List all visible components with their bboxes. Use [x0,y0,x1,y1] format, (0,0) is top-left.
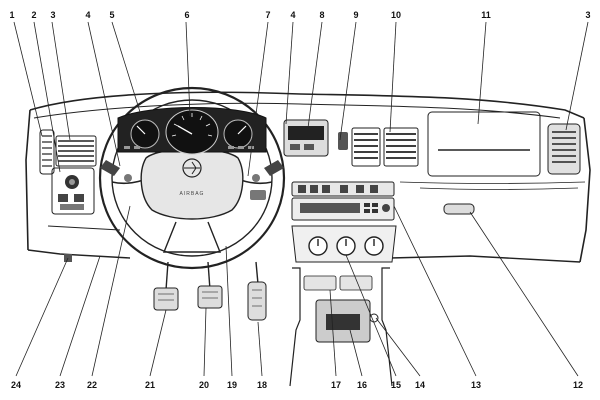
climate-control-panel [291,225,397,263]
callout-9: 9 [353,10,358,20]
callout-22: 22 [87,380,97,390]
instrument-cluster [117,107,267,155]
pedals [153,261,267,321]
dashboard-outline [25,91,591,263]
callout-17: 17 [331,380,341,390]
callout-21: 21 [145,380,155,390]
accelerator-pedal [247,281,267,321]
callout-13: 13 [471,380,481,390]
ignition-lock [250,190,266,200]
center-vents [351,127,419,167]
callout-numbers-bottom: 24 23 22 21 20 19 18 17 16 15 14 13 12 [11,380,583,390]
callout-12: 12 [573,380,583,390]
radio-unit [291,197,395,221]
callout-10: 10 [391,10,401,20]
callout-4-left: 4 [85,10,90,20]
callout-2: 2 [31,10,36,20]
airbag-label: AIRBAG [180,191,205,197]
callout-20: 20 [199,380,209,390]
glove-box-handle [443,203,475,215]
leader-lines [13,21,589,377]
callout-numbers-top: 1 2 3 4 5 6 7 4 8 9 10 11 3 [9,10,590,20]
callout-8: 8 [319,10,324,20]
callout-5: 5 [109,10,114,20]
steering-wheel: AIRBAG [98,86,286,270]
callout-7: 7 [265,10,270,20]
callout-23: 23 [55,380,65,390]
clutch-pedal [153,287,179,311]
callout-3-right: 3 [585,10,590,20]
callout-11: 11 [481,10,491,20]
callout-4-right: 4 [290,10,295,20]
callout-18: 18 [257,380,267,390]
callout-15: 15 [391,380,401,390]
light-switch-panel [51,167,95,215]
callout-3-left: 3 [50,10,55,20]
glove-box [419,111,579,215]
left-side-vent [39,129,55,175]
center-display [283,119,329,157]
steering-stalks [100,160,284,176]
callout-19: 19 [227,380,237,390]
hazard-button [338,132,348,150]
callout-14: 14 [415,380,425,390]
center-console [289,267,393,387]
brake-pedal [197,285,223,309]
callout-6: 6 [184,10,189,20]
switch-row [291,181,395,197]
callout-1: 1 [9,10,14,20]
emblem-icon [182,158,202,178]
callout-24: 24 [11,380,21,390]
right-side-vent [547,123,581,175]
callout-16: 16 [357,380,367,390]
left-center-vent [55,135,97,167]
